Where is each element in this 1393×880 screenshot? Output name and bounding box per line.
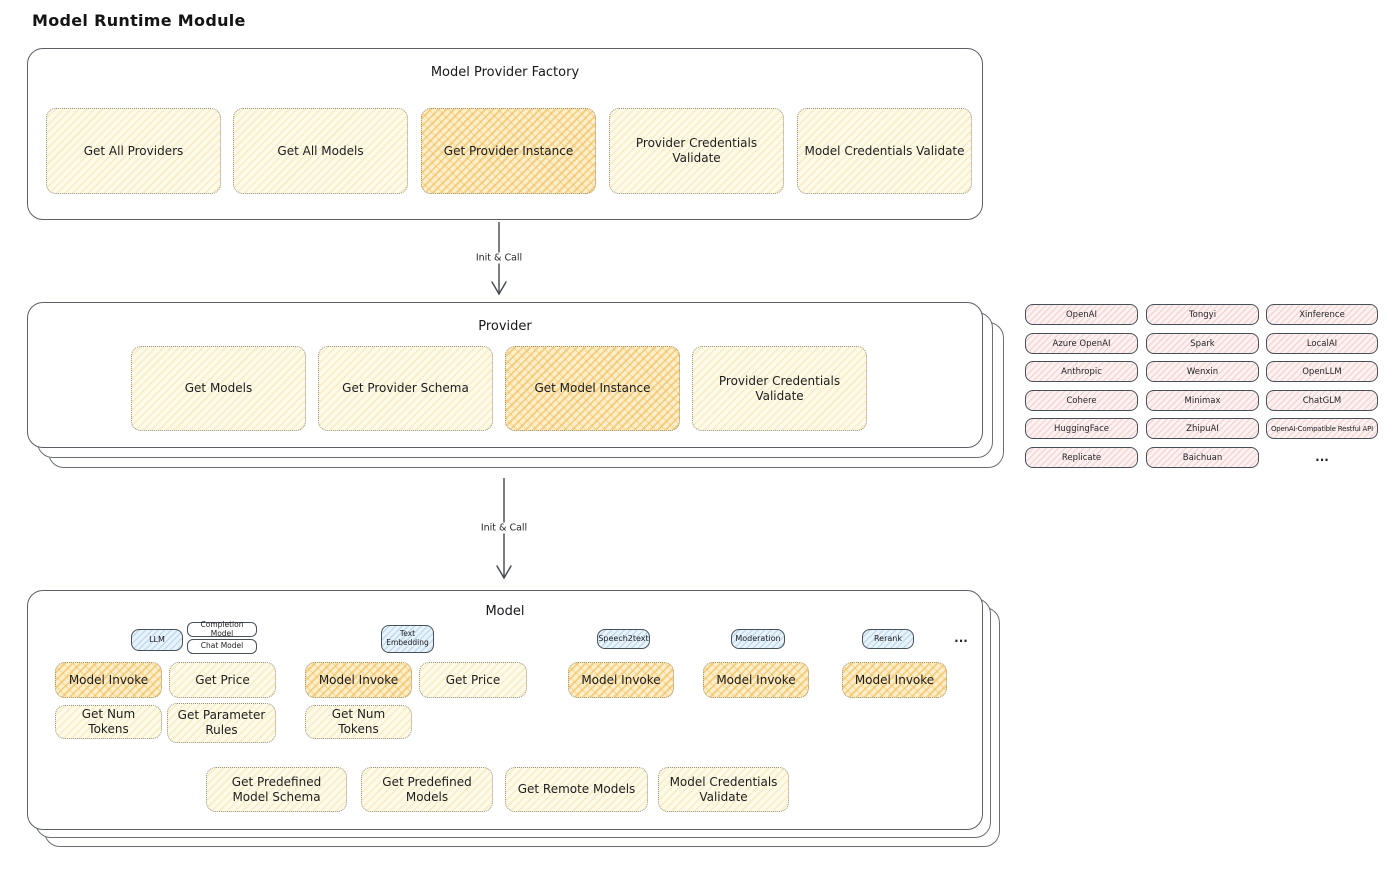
node-llm-model-invoke: Model Invoke [55,662,162,698]
provider-chip-anthropic: Anthropic [1025,361,1138,382]
provider-chip-openllm: OpenLLM [1266,361,1378,382]
node-get-model-instance: Get Model Instance [505,346,680,431]
provider-chip-minimax: Minimax [1146,390,1259,411]
node-model-credentials-validate-2: Model Credentials Validate [658,767,789,812]
provider-chip-huggingface: HuggingFace [1025,418,1138,439]
node-llm-get-parameter-rules: Get Parameter Rules [167,703,276,743]
type-tag-text-embedding: Text Embedding [381,625,434,653]
type-tag-completion-model: Completion Model [187,620,257,637]
page-title: Model Runtime Module [32,11,246,30]
provider-chip-baichuan: Baichuan [1146,447,1259,468]
provider-chip-azure-openai: Azure OpenAI [1025,333,1138,354]
model-panel: Model LLM Completion Model Chat Model Te… [27,590,983,830]
node-get-provider-schema: Get Provider Schema [318,346,493,431]
node-te-get-num-tokens: Get Num Tokens [305,705,412,739]
providers-more-ellipsis: ... [1315,450,1329,464]
node-llm-get-price: Get Price [169,662,276,698]
provider-chip-cohere: Cohere [1025,390,1138,411]
node-model-credentials-validate: Model Credentials Validate [797,108,972,194]
node-get-models: Get Models [131,346,306,431]
provider-chip-localai: LocalAI [1266,333,1378,354]
node-get-predefined-model-schema: Get Predefined Model Schema [206,767,347,812]
node-get-all-models: Get All Models [233,108,408,194]
provider-panel: Provider Get Models Get Provider Schema … [27,302,983,448]
arrow-label-init-call-1: Init & Call [471,252,527,264]
model-title: Model [485,604,525,619]
factory-title: Model Provider Factory [430,65,580,80]
provider-title: Provider [478,319,532,334]
node-te-get-price: Get Price [419,662,527,698]
node-get-all-providers: Get All Providers [46,108,221,194]
node-get-predefined-models: Get Predefined Models [361,767,493,812]
provider-chip-chatglm: ChatGLM [1266,390,1378,411]
model-types-more-ellipsis: ... [954,631,968,645]
node-te-model-invoke: Model Invoke [305,662,412,698]
provider-chip-spark: Spark [1146,333,1259,354]
node-get-provider-instance: Get Provider Instance [421,108,596,194]
arrow-label-init-call-2: Init & Call [476,522,532,534]
provider-chip-openai-compatible: OpenAI-Compatible Restful API [1266,418,1378,439]
provider-chip-replicate: Replicate [1025,447,1138,468]
node-rerank-model-invoke: Model Invoke [842,662,947,698]
type-tag-speech2text: Speech2text [597,629,650,649]
node-provider-credentials-validate: Provider Credentials Validate [609,108,784,194]
node-get-remote-models: Get Remote Models [505,767,648,812]
node-llm-get-num-tokens: Get Num Tokens [55,705,162,739]
node-moderation-model-invoke: Model Invoke [703,662,809,698]
node-s2t-model-invoke: Model Invoke [568,662,674,698]
provider-chip-openai: OpenAI [1025,304,1138,325]
node-provider-credentials-validate-2: Provider Credentials Validate [692,346,867,431]
type-tag-llm: LLM [131,629,183,651]
type-tag-moderation: Moderation [731,629,785,649]
type-tag-chat-model: Chat Model [187,639,257,654]
factory-panel: Model Provider Factory Get All Providers… [27,48,983,220]
provider-chip-tongyi: Tongyi [1146,304,1259,325]
type-tag-rerank: Rerank [862,629,914,649]
provider-chip-xinference: Xinference [1266,304,1378,325]
provider-chip-zhipuai: ZhipuAI [1146,418,1259,439]
provider-chip-wenxin: Wenxin [1146,361,1259,382]
